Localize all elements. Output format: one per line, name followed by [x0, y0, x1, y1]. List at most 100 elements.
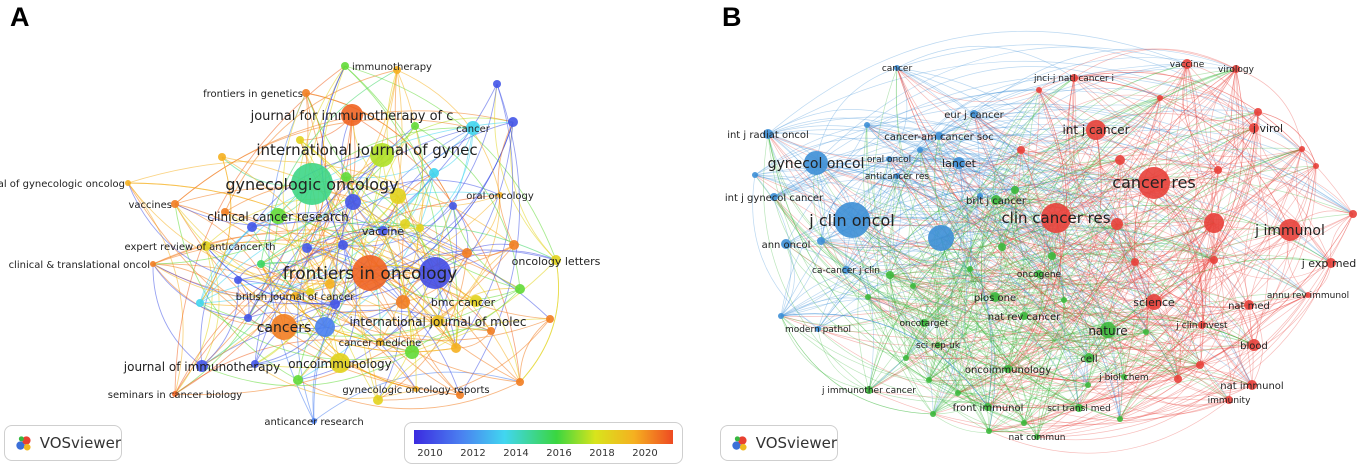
link	[767, 133, 1250, 318]
link	[937, 189, 1017, 346]
node-label: immunity	[1208, 396, 1251, 406]
link	[1182, 63, 1219, 171]
link	[928, 165, 1317, 381]
link	[889, 274, 989, 408]
link	[780, 297, 925, 324]
link	[1119, 165, 1317, 420]
link	[1134, 68, 1237, 263]
node	[251, 360, 259, 368]
link	[1055, 217, 1179, 380]
link	[1036, 213, 1354, 438]
link	[820, 217, 1057, 267]
link	[1159, 97, 1220, 261]
link	[1213, 259, 1332, 280]
link	[1186, 127, 1255, 366]
node-label: anticancer res	[865, 172, 930, 182]
link	[912, 245, 1003, 287]
link	[1134, 222, 1215, 263]
link	[919, 149, 1053, 257]
link	[868, 162, 964, 391]
node	[302, 243, 312, 253]
node-label: cell	[1080, 354, 1097, 365]
link	[863, 124, 989, 408]
link	[773, 196, 1147, 342]
link	[928, 68, 1237, 381]
link	[868, 159, 1121, 391]
link	[1001, 246, 1090, 359]
link	[892, 175, 989, 408]
link	[455, 244, 515, 349]
link	[1038, 68, 1237, 275]
link	[1088, 222, 1215, 359]
link	[896, 67, 1118, 225]
link	[957, 392, 1038, 438]
link	[958, 162, 1065, 301]
link	[767, 117, 960, 164]
node-label: j immunol	[1254, 223, 1325, 239]
node-label: journal for immunotherapy of c	[250, 109, 454, 124]
link	[396, 195, 457, 349]
node	[970, 110, 978, 118]
link	[773, 124, 868, 198]
node	[886, 156, 892, 162]
link	[1007, 97, 1161, 370]
link	[773, 158, 1309, 296]
node	[449, 202, 457, 210]
link	[889, 261, 1136, 306]
link	[932, 228, 1291, 415]
node	[986, 428, 992, 434]
link	[1014, 174, 1215, 224]
link	[938, 135, 981, 197]
node	[234, 276, 242, 284]
link	[851, 124, 1097, 221]
link	[1145, 331, 1201, 366]
link	[254, 363, 417, 400]
link	[889, 195, 981, 276]
node-label: clinical & translational oncol	[9, 260, 150, 271]
link	[1107, 127, 1255, 331]
link	[987, 68, 1237, 408]
link	[1055, 215, 1250, 306]
link	[985, 273, 1040, 408]
link	[1087, 384, 1230, 415]
link	[969, 268, 1089, 386]
link	[780, 315, 870, 391]
node	[201, 241, 211, 251]
node	[432, 315, 444, 327]
link	[896, 68, 1237, 188]
link	[932, 254, 1332, 415]
link	[780, 63, 1188, 317]
link	[1177, 378, 1253, 394]
link	[817, 178, 1155, 330]
link	[973, 113, 1123, 420]
link	[1062, 299, 1090, 359]
node	[291, 292, 299, 300]
node-label: cancer medicine	[339, 338, 422, 349]
link	[995, 68, 1237, 201]
link	[1023, 159, 1127, 424]
link	[963, 195, 981, 270]
node-label: science	[1133, 296, 1175, 309]
link	[868, 282, 1250, 391]
link	[958, 162, 1002, 298]
link	[938, 135, 1065, 301]
node	[315, 317, 335, 337]
link	[957, 392, 1038, 438]
link	[1134, 229, 1291, 273]
link	[940, 172, 1155, 239]
link	[938, 135, 1219, 197]
link	[1023, 315, 1050, 438]
node-label: immunotherapy	[352, 62, 432, 73]
link	[845, 206, 1057, 271]
link	[1186, 63, 1332, 264]
node	[396, 295, 410, 309]
node	[125, 180, 131, 186]
link	[867, 296, 1038, 438]
link	[820, 240, 1201, 378]
link	[1014, 189, 1055, 424]
link	[958, 162, 1121, 420]
node	[352, 255, 388, 291]
link	[1078, 293, 1309, 409]
link	[152, 263, 249, 319]
link	[868, 337, 1179, 391]
